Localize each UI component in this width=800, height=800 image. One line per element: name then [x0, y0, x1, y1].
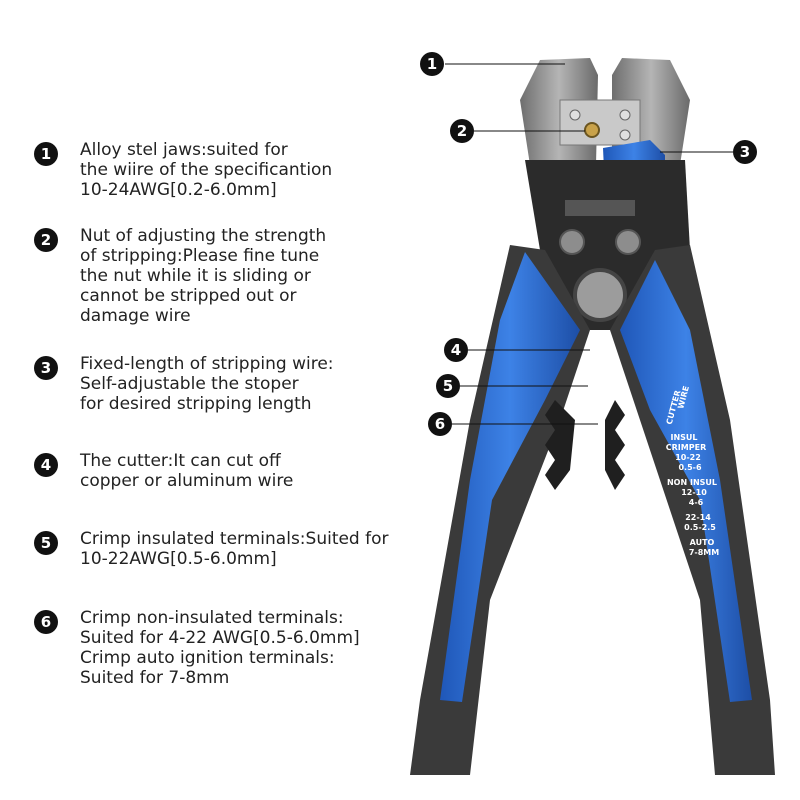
handle-label: CRIMPER: [666, 443, 706, 452]
pivot-bolt: [573, 268, 627, 322]
feature-number: 4: [34, 453, 58, 477]
handle-label: 7-8MM: [689, 548, 719, 557]
adjusting-nut: [584, 122, 600, 138]
left-handle-blue: [440, 252, 580, 702]
feature-text: 10-22AWG[0.5-6.0mm]: [80, 549, 277, 569]
callout-marker: 3: [733, 140, 757, 164]
feature-text: Crimp non-insulated terminals:: [80, 608, 344, 628]
feature-text: copper or aluminum wire: [80, 471, 294, 491]
feature-text: Fixed-length of stripping wire:: [80, 354, 334, 374]
feature-text: for desired stripping length: [80, 394, 312, 414]
handle-label: 10-22: [675, 453, 701, 462]
callout-marker: 4: [444, 338, 468, 362]
feature-text: the nut while it is sliding or: [80, 266, 311, 286]
feature-text: Suited for 4-22 AWG[0.5-6.0mm]: [80, 628, 360, 648]
feature-number: 3: [34, 356, 58, 380]
handle-label: 0.5-6: [678, 463, 701, 472]
feature-number: 6: [34, 610, 58, 634]
handle-label: 0.5-2.5: [684, 523, 716, 532]
feature-number: 1: [34, 142, 58, 166]
feature-number: 5: [34, 531, 58, 555]
handle-label: AUTO: [690, 538, 715, 547]
feature-text: Self-adjustable the stoper: [80, 374, 299, 394]
handle-label: 12-10: [681, 488, 707, 497]
feature-text: Nut of adjusting the strength: [80, 226, 327, 246]
feature-text: Crimp auto ignition terminals:: [80, 648, 335, 668]
feature-number: 2: [34, 228, 58, 252]
handle-label: 4-6: [689, 498, 704, 507]
feature-text: Crimp insulated terminals:Suited for: [80, 529, 389, 549]
feature-text: Suited for 7-8mm: [80, 668, 230, 688]
feature-text: damage wire: [80, 306, 191, 326]
feature-text: cannot be stripped out or: [80, 286, 297, 306]
feature-text: the wiire of the specificantion: [80, 160, 333, 180]
feature-text: of stripping:Please fine tune: [80, 246, 320, 266]
feature-text: The cutter:It can cut off: [80, 451, 281, 471]
callout-marker: 1: [420, 52, 444, 76]
callout-marker: 6: [428, 412, 452, 436]
handle-label: NON INSUL: [667, 478, 717, 487]
feature-text: Alloy stel jaws:suited for: [80, 140, 288, 160]
right-handle-blue: [620, 260, 752, 702]
callout-marker: 2: [450, 119, 474, 143]
handle-label: INSUL: [670, 433, 697, 442]
callout-marker: 5: [436, 374, 460, 398]
feature-text: 10-24AWG[0.2-6.0mm]: [80, 180, 277, 200]
handle-label: 22-14: [685, 513, 711, 522]
